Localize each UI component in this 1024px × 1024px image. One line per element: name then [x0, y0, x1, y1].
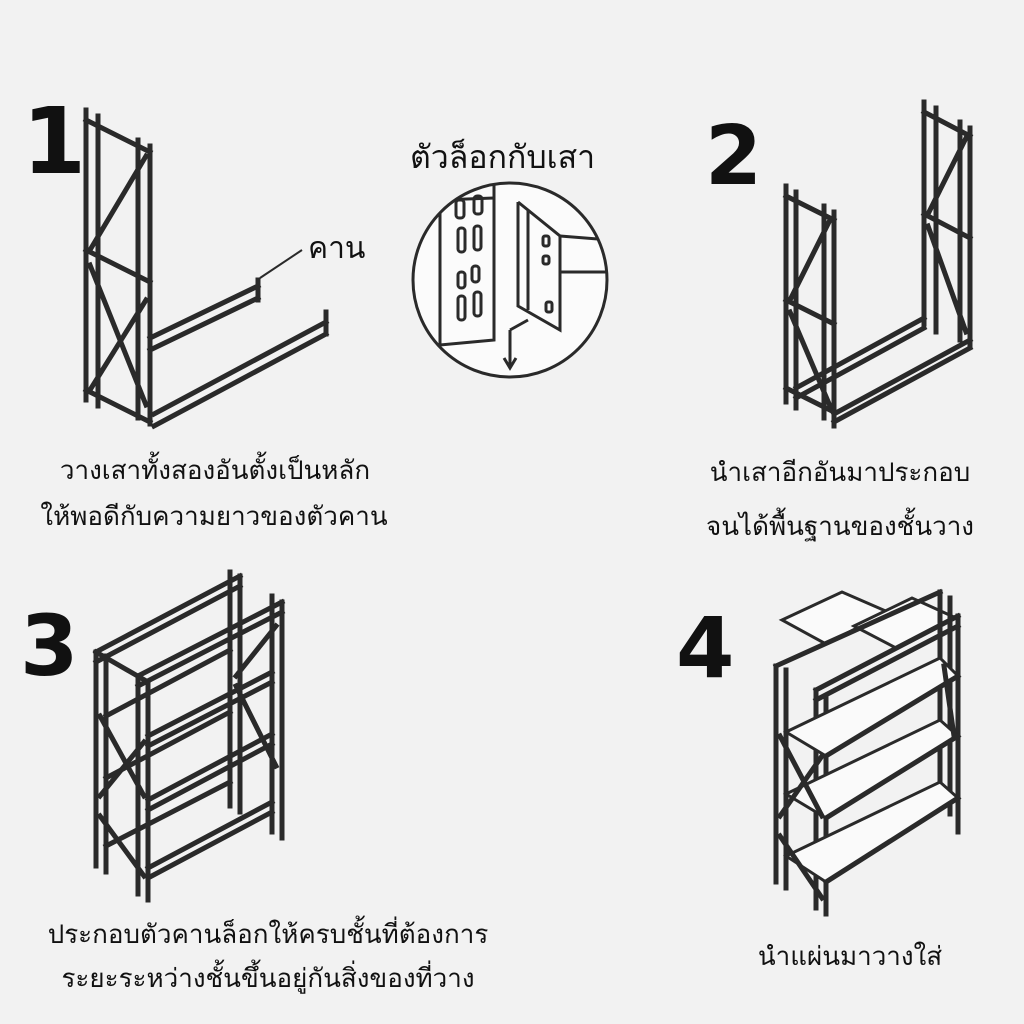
lock-detail-illustration: [411, 181, 609, 379]
step-2-illustration: [782, 99, 974, 429]
step-3-number: 3: [20, 597, 79, 695]
step-1-caption-line-1: วางเสาทั้งสองอันตั้งเป็นหลัก: [59, 456, 371, 486]
step-3-caption-line-1: ประกอบตัวคานล็อกให้ครบชั้นที่ต้องการ: [47, 920, 489, 950]
step-1-caption-line-2: ให้พอดีกับความยาวของตัวคาน: [40, 502, 388, 532]
step-3-caption-line-2: ระยะระหว่างชั้นขึ้นอยู่กันสิ่งของที่วาง: [61, 964, 475, 994]
step-2-number: 2: [705, 109, 763, 204]
step-2-caption-line-2: จนได้พื้นฐานของชั้นวาง: [706, 512, 974, 542]
step-4-illustration: [772, 588, 962, 917]
beam-label: คาน: [308, 231, 366, 266]
step-4-number: 4: [676, 599, 735, 697]
step-4-caption-line-1: นำแผ่นมาวางใส่: [757, 942, 943, 972]
step-3-illustration: [92, 569, 286, 903]
step-2-caption-line-1: นำเสาอีกอันมาประกอบ: [709, 458, 971, 488]
lock-detail-title: ตัวล็อกกับเสา: [410, 138, 596, 176]
step-1-number: 1: [22, 88, 87, 195]
step-1-illustration: [82, 107, 330, 430]
